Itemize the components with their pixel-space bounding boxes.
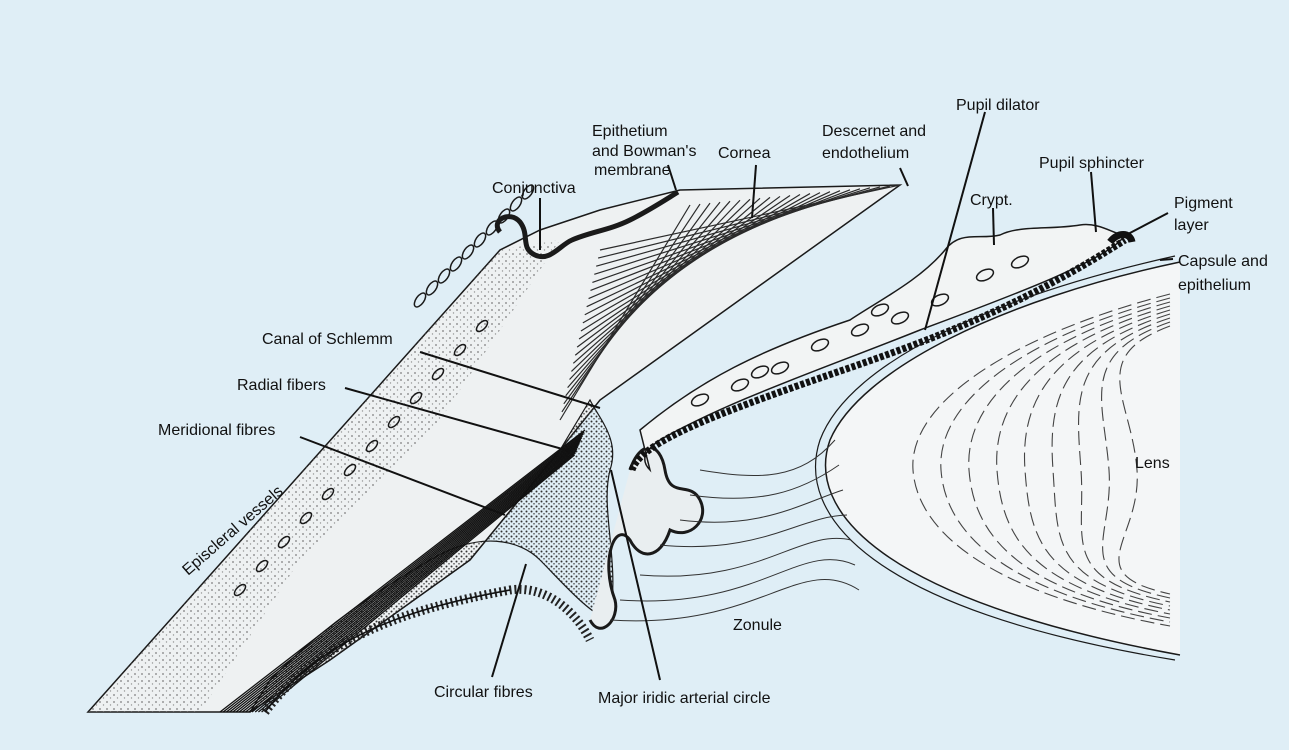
- label-capsule-line1: Capsule and: [1178, 253, 1268, 270]
- leader-capsule: [1160, 259, 1173, 260]
- label-circular-fibres: Circular fibres: [434, 684, 533, 701]
- label-lens: Lens: [1135, 455, 1170, 472]
- label-canal-of-schlemm: Canal of Schlemm: [262, 331, 393, 348]
- label-pigment-line2: layer: [1174, 217, 1209, 234]
- label-crypt: Crypt.: [970, 192, 1013, 209]
- label-capsule-line2: epithelium: [1178, 277, 1251, 294]
- label-zonule: Zonule: [733, 617, 782, 634]
- label-pigment-line1: Pigment: [1174, 195, 1233, 212]
- label-radial-fibers: Radial fibers: [237, 377, 326, 394]
- label-meridional-fibres: Meridional fibres: [158, 422, 275, 439]
- label-cornea: Cornea: [718, 145, 771, 162]
- label-descemet-line1: Descernet and: [822, 123, 926, 140]
- label-descemet-line2: endothelium: [822, 145, 909, 162]
- label-pupil-sphincter: Pupil sphincter: [1039, 155, 1145, 172]
- label-epithelium-line2: and Bowman's: [592, 143, 696, 160]
- label-major-iridic-arterial-circle: Major iridic arterial circle: [598, 690, 771, 707]
- label-epithelium-line1: Epithetium: [592, 123, 668, 140]
- label-epithelium-line3: membrane: [594, 162, 671, 179]
- leader-crypt: [993, 208, 994, 245]
- label-pupil-dilator: Pupil dilator: [956, 97, 1040, 114]
- label-conjunctiva: Conjunctiva: [492, 180, 576, 197]
